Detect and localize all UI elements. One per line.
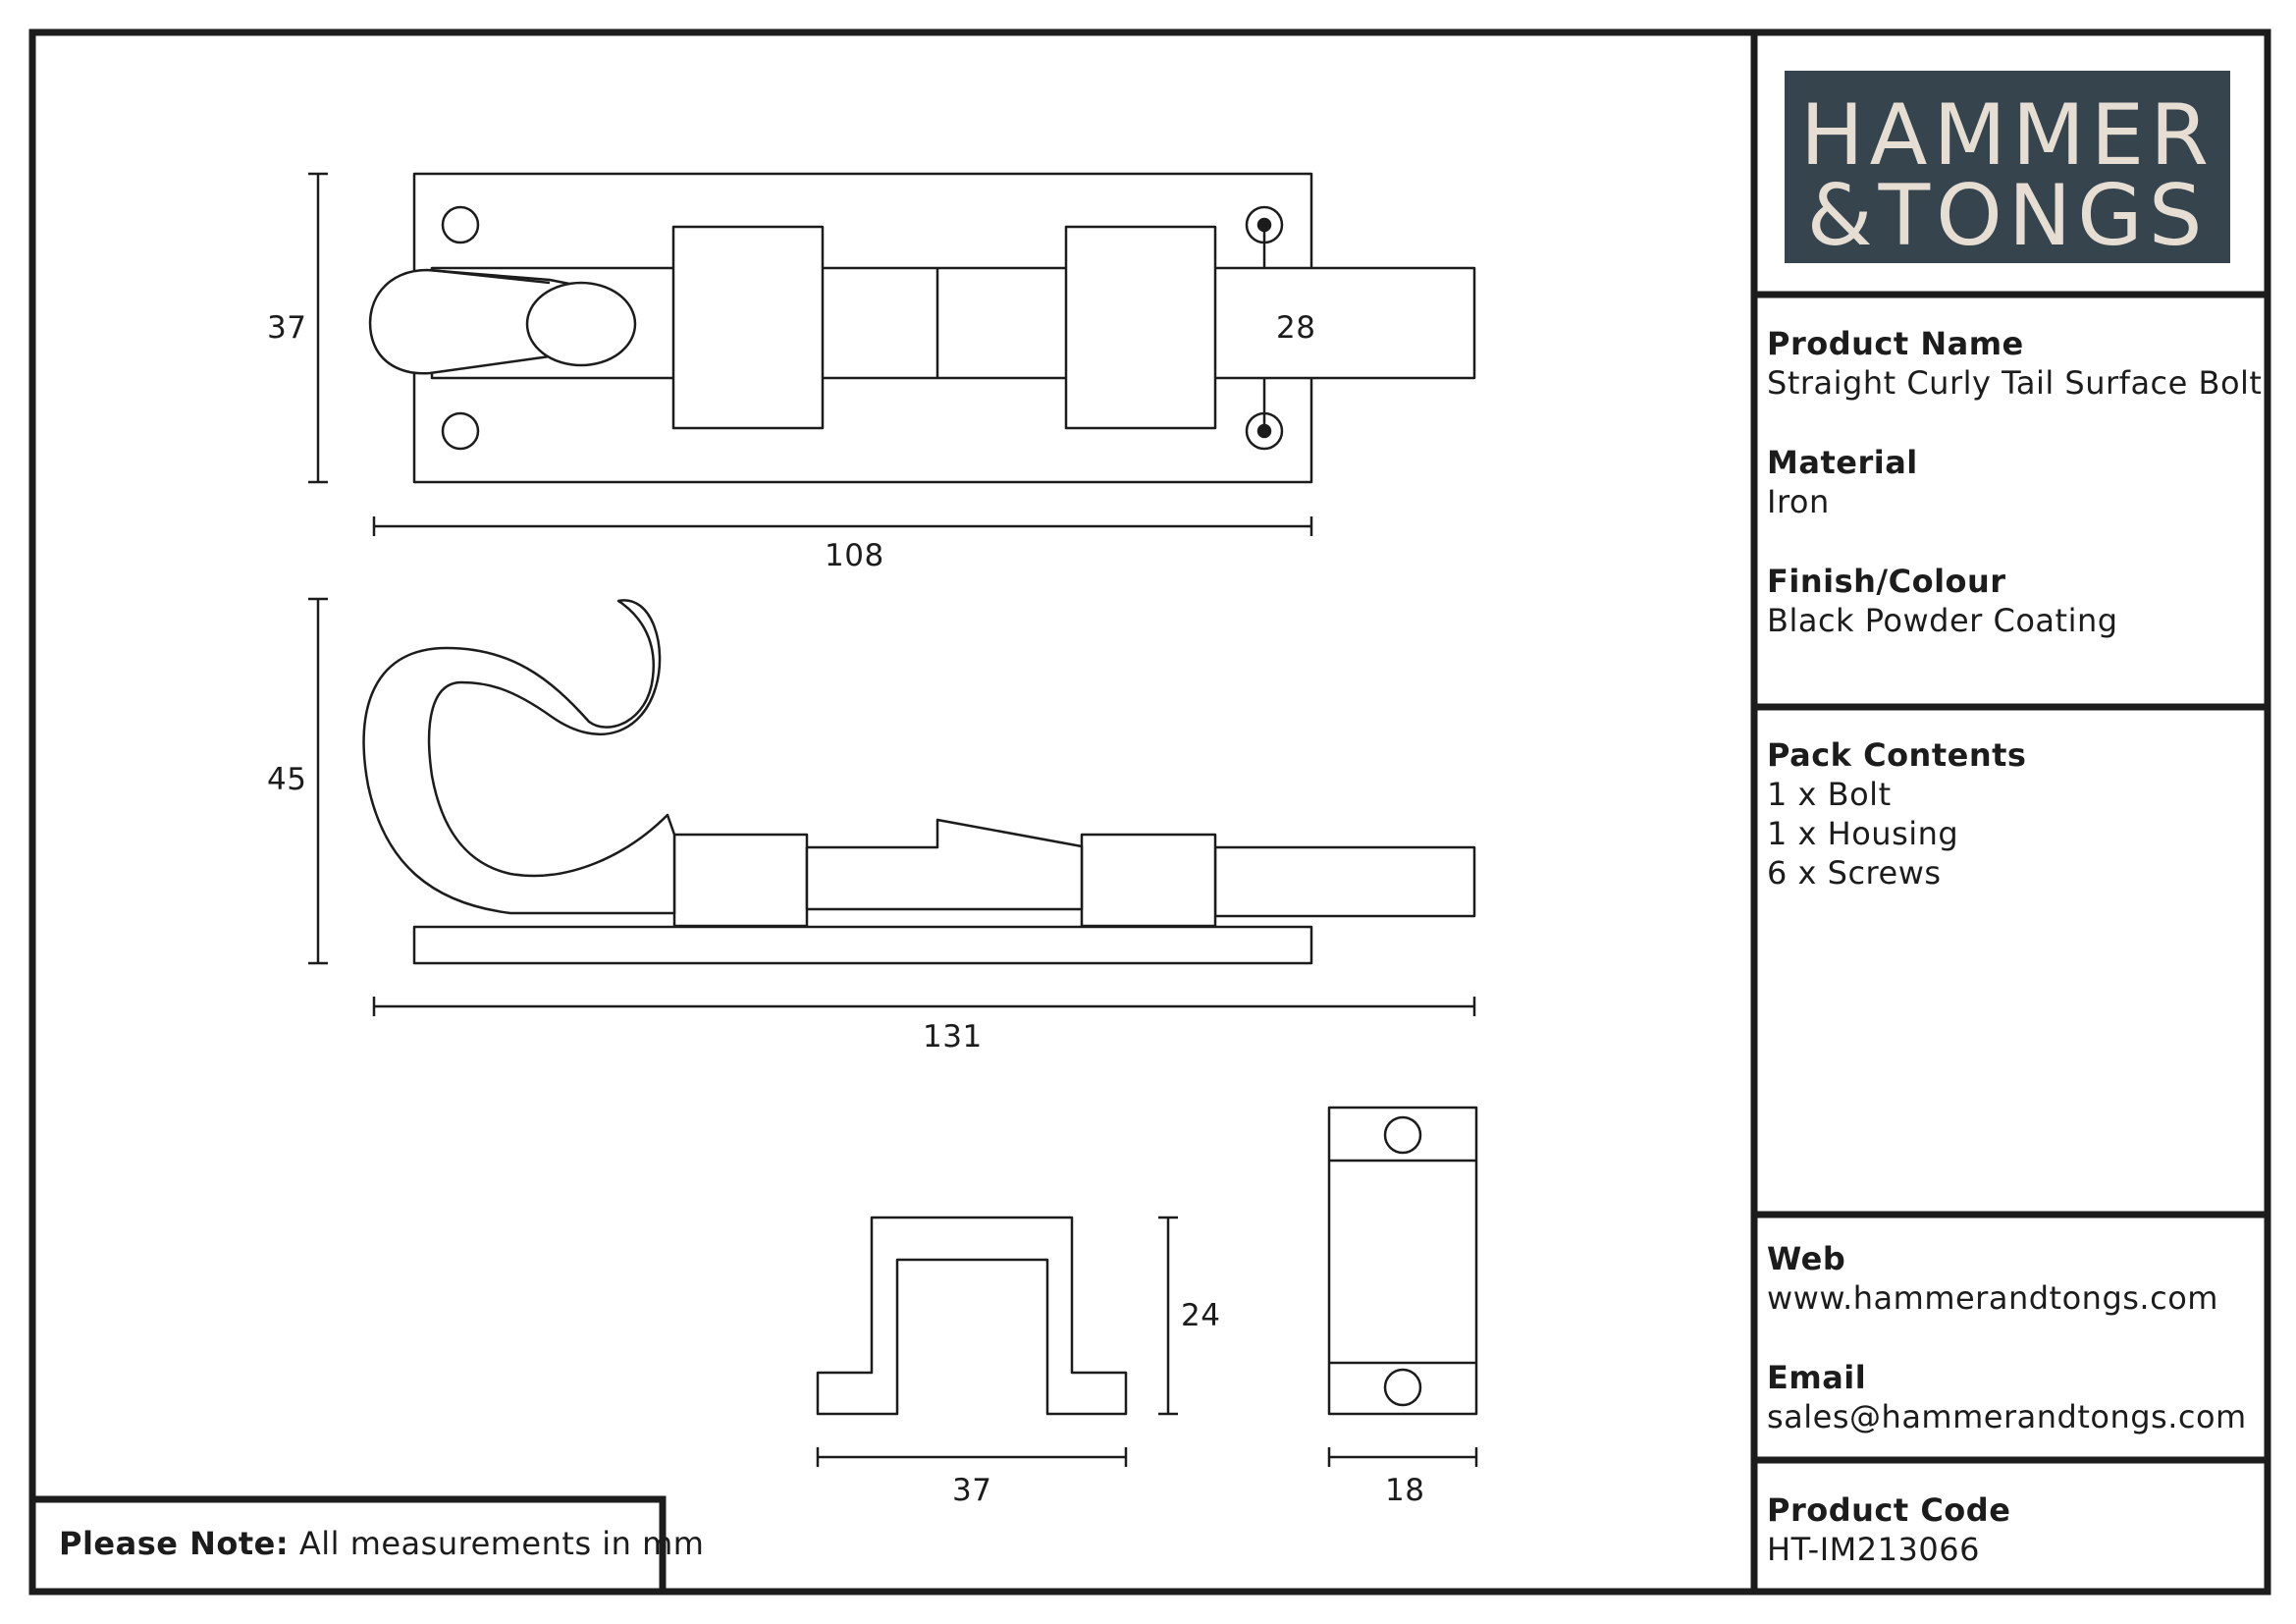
pack-contents-panel: Pack Contents 1 x Bolt 1 x Housing 6 x S…: [1767, 735, 2026, 893]
finish-label: Finish/Colour: [1767, 563, 2006, 600]
dim-housing-height: 24: [1181, 1298, 1221, 1333]
brand-logo: HAMMER &TONGS: [1785, 71, 2230, 263]
note-text: All measurements in mm: [298, 1525, 705, 1562]
housing-side-view: [1327, 1106, 1478, 1416]
side-view: [362, 599, 1476, 965]
email-link[interactable]: sales@hammerandtongs.com: [1767, 1398, 2247, 1435]
email-label: Email: [1767, 1359, 1867, 1396]
logo-line-1: HAMMER: [1800, 86, 2215, 185]
pack-item: 6 x Screws: [1767, 854, 1942, 892]
logo-line-2: &TONGS: [1806, 167, 2209, 265]
dim-housing-width: 37: [952, 1473, 992, 1508]
dim-side-length: 131: [923, 1019, 983, 1055]
pack-item: 1 x Housing: [1767, 815, 1959, 852]
dim-top-length: 108: [825, 538, 884, 573]
product-name-label: Product Name: [1767, 325, 2024, 362]
pack-item: 1 x Bolt: [1767, 776, 1892, 813]
side-view-backplate: [412, 925, 1313, 965]
finish-value: Black Powder Coating: [1767, 602, 2118, 639]
top-view: [368, 172, 1476, 484]
product-code-value: HT-IM213066: [1767, 1531, 1980, 1568]
dim-housing-depth: 18: [1385, 1473, 1425, 1508]
product-info-panel: Product Name Straight Curly Tail Surface…: [1767, 324, 2262, 680]
pack-contents-label: Pack Contents: [1767, 736, 2027, 774]
product-code-label: Product Code: [1767, 1491, 2011, 1529]
material-value: Iron: [1767, 483, 1830, 520]
drawing-frame: [28, 28, 2271, 1596]
product-name-value: Straight Curly Tail Surface Bolt: [1767, 364, 2263, 402]
dim-bolt-width: 28: [1276, 310, 1316, 346]
measurement-note: Please Note: All measurements in mm: [59, 1524, 704, 1563]
contact-panel: Web www.hammerandtongs.com Email sales@h…: [1767, 1239, 2247, 1436]
dim-top-height: 37: [267, 310, 307, 346]
web-label: Web: [1767, 1240, 1846, 1277]
web-link[interactable]: www.hammerandtongs.com: [1767, 1279, 2218, 1317]
product-code-panel: Product Code HT-IM213066: [1767, 1490, 2010, 1569]
side-view-curly-handle: [362, 599, 676, 915]
dim-side-height: 45: [267, 762, 307, 797]
material-label: Material: [1767, 444, 1918, 481]
housing-front-view: [816, 1216, 1128, 1416]
dimension-lines: [308, 172, 1478, 1467]
note-label: Please Note:: [59, 1525, 290, 1562]
